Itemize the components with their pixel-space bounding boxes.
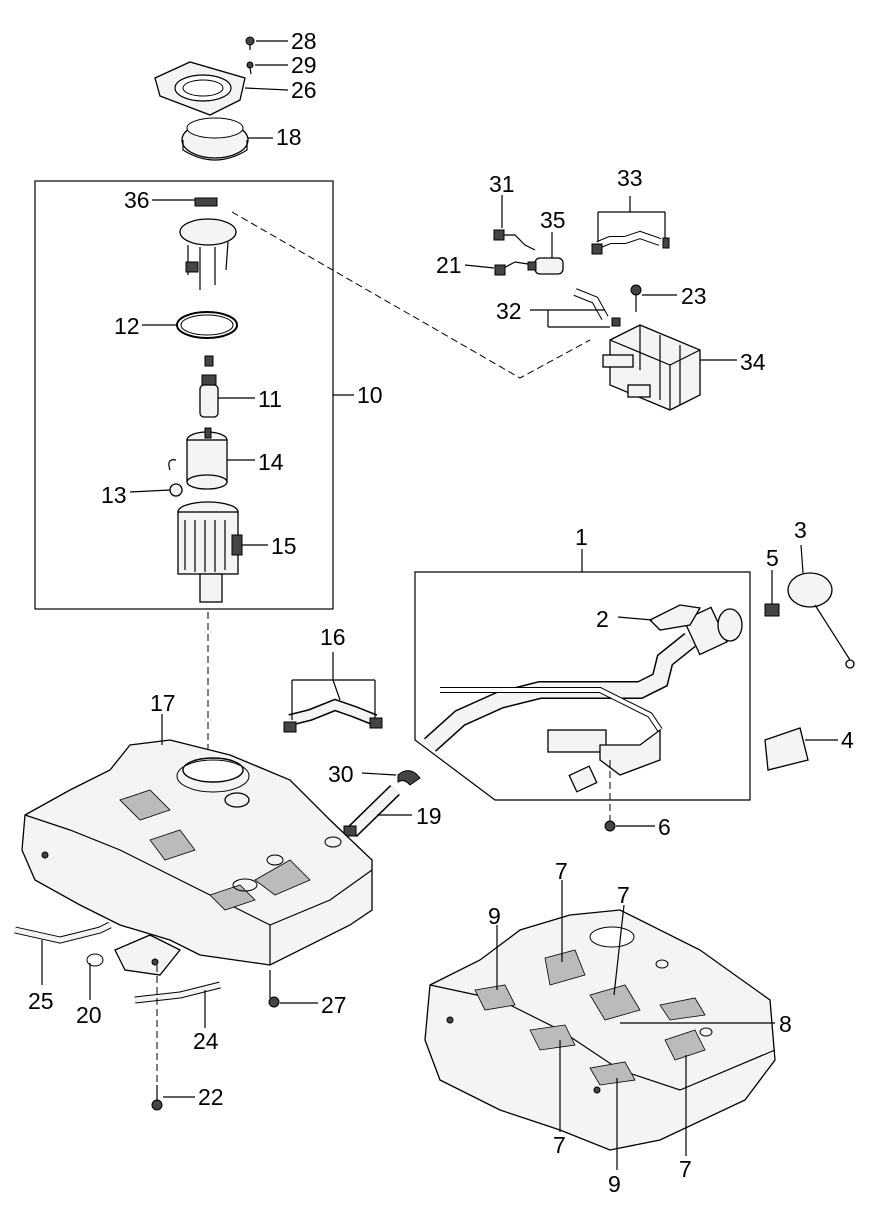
callout-16: 16 bbox=[320, 624, 346, 650]
callout-23: 23 bbox=[681, 283, 707, 309]
callout-34: 34 bbox=[740, 349, 766, 375]
callout-27: 27 bbox=[321, 992, 347, 1018]
callout-18: 18 bbox=[276, 124, 302, 150]
callout-22: 22 bbox=[198, 1084, 224, 1110]
valve-35 bbox=[527, 257, 564, 275]
filler-neck-pipe bbox=[423, 606, 743, 793]
clamp-30 bbox=[397, 770, 421, 786]
callout-7-a: 7 bbox=[555, 858, 568, 884]
screw-23 bbox=[630, 284, 642, 312]
nut-27 bbox=[268, 996, 280, 1008]
fuel-tank-pads-view bbox=[424, 909, 776, 1151]
callout-36: 36 bbox=[124, 187, 150, 213]
screw-28 bbox=[245, 36, 255, 50]
callout-8: 8 bbox=[779, 1011, 792, 1037]
nut-5 bbox=[764, 603, 780, 617]
callout-35: 35 bbox=[540, 207, 566, 233]
callout-2: 2 bbox=[596, 606, 609, 632]
callout-12: 12 bbox=[114, 313, 140, 339]
callout-10: 10 bbox=[357, 382, 383, 408]
bolt-22 bbox=[151, 1085, 163, 1111]
reservoir-15 bbox=[177, 501, 243, 603]
vapor-hoses-33 bbox=[591, 230, 670, 255]
callout-25: 25 bbox=[28, 988, 54, 1014]
access-cover-plate bbox=[154, 61, 246, 116]
callout-9-b: 9 bbox=[608, 1171, 621, 1197]
nut-6 bbox=[604, 820, 616, 832]
screw-29 bbox=[246, 61, 254, 75]
pump-flange bbox=[179, 197, 237, 290]
hose-32 bbox=[573, 288, 621, 327]
callout-28: 28 bbox=[291, 28, 317, 54]
wire-harness-31 bbox=[493, 229, 536, 276]
callout-21: 21 bbox=[436, 252, 462, 278]
callout-20: 20 bbox=[76, 1002, 102, 1028]
breather-pipe-19 bbox=[343, 784, 400, 838]
strap-24 bbox=[134, 981, 221, 1004]
fuel-cap-3 bbox=[787, 572, 855, 669]
callout-13: 13 bbox=[101, 482, 127, 508]
callout-26: 26 bbox=[291, 77, 317, 103]
fuel-tank-17 bbox=[21, 739, 373, 966]
callout-17: 17 bbox=[150, 690, 176, 716]
callout-30: 30 bbox=[328, 761, 354, 787]
callout-6: 6 bbox=[658, 814, 671, 840]
callout-7-b: 7 bbox=[617, 882, 630, 908]
fuel-door-4 bbox=[764, 727, 809, 771]
callout-11: 11 bbox=[258, 386, 282, 412]
callout-5: 5 bbox=[766, 545, 779, 571]
callout-3: 3 bbox=[794, 517, 807, 543]
strap-25 bbox=[14, 921, 112, 944]
bracket-20 bbox=[114, 934, 182, 976]
callout-31: 31 bbox=[489, 171, 515, 197]
filler-neck-group-box bbox=[414, 571, 751, 801]
callout-7-c: 7 bbox=[553, 1132, 566, 1158]
callout-7-d: 7 bbox=[679, 1156, 692, 1182]
callout-15: 15 bbox=[271, 533, 297, 559]
callout-29: 29 bbox=[291, 52, 317, 78]
callout-33: 33 bbox=[617, 165, 643, 191]
hose-16 bbox=[283, 698, 383, 733]
callout-32: 32 bbox=[496, 298, 522, 324]
o-ring-12 bbox=[176, 311, 238, 339]
canister-34 bbox=[602, 324, 701, 411]
pump-motor-11 bbox=[199, 355, 219, 418]
lock-ring bbox=[181, 117, 249, 161]
callout-14: 14 bbox=[258, 449, 284, 475]
cap-bracket-2 bbox=[648, 604, 702, 631]
callout-19: 19 bbox=[416, 803, 442, 829]
filter-14 bbox=[186, 427, 228, 490]
callout-24: 24 bbox=[193, 1028, 219, 1054]
callout-1: 1 bbox=[575, 524, 588, 550]
callout-4: 4 bbox=[841, 727, 854, 753]
callout-9-a: 9 bbox=[488, 903, 501, 929]
clip-13 bbox=[168, 459, 183, 497]
